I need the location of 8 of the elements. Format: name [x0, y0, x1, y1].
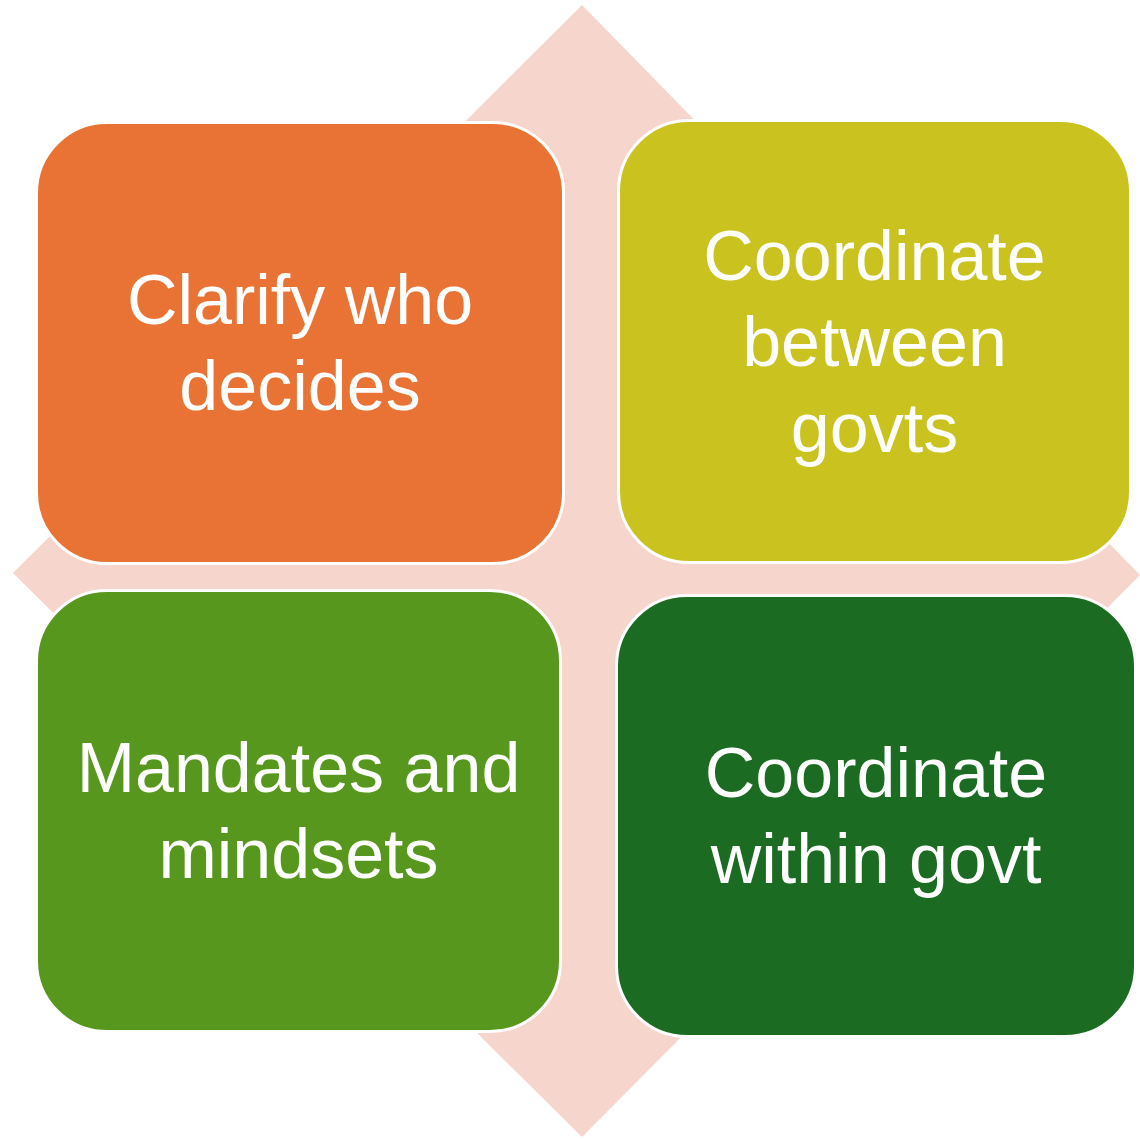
rounded-box — [615, 594, 1137, 1038]
box-label: Coordinate between govts — [702, 215, 1047, 469]
box-label: Mandates and mindsets — [75, 728, 522, 895]
box-label: Coordinate within govt — [703, 733, 1049, 900]
box-label: Clarify who decides — [125, 260, 475, 427]
rounded-box — [617, 119, 1132, 564]
rounded-box — [35, 121, 565, 565]
rounded-box — [35, 589, 562, 1033]
